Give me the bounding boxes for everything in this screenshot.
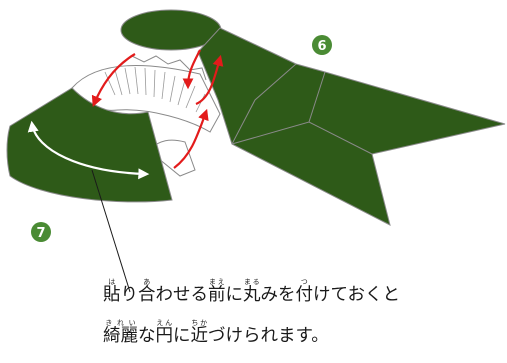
caption-text: づけられます。: [208, 325, 329, 346]
caption-ruby: 近ちか: [190, 318, 209, 346]
step-7-badge: 7: [31, 222, 51, 242]
caption-ruby: 円えん: [155, 318, 174, 346]
red-arrow-disk-to-cone: [91, 53, 136, 108]
caption-line-2: 綺麗きれいな円えんに近ちかづけられます。: [103, 319, 400, 346]
caption-text: に: [173, 325, 191, 346]
white-curve-arrow: [27, 120, 150, 180]
caption: 貼はり合あわせる前まえに丸まるみを付つけておくと 綺麗きれいな円えんに近ちかづけ…: [103, 278, 400, 345]
red-arrow-bottom-curve: [173, 108, 209, 169]
caption-text: に: [225, 285, 244, 305]
red-arrow-up-center: [195, 54, 224, 106]
caption-text: り: [120, 285, 139, 305]
caption-text: けておくと: [313, 285, 400, 305]
caption-text: みを: [260, 285, 296, 305]
caption-line-1: 貼はり合あわせる前まえに丸まるみを付つけておくと: [103, 278, 400, 305]
caption-ruby: 前まえ: [208, 278, 226, 305]
caption-ruby: 貼は: [103, 278, 121, 305]
caption-text: わせる: [155, 285, 209, 305]
svg-text:7: 7: [36, 226, 45, 241]
caption-ruby: 合あ: [138, 278, 156, 305]
caption-ruby: 丸まる: [243, 278, 261, 305]
leader-line: [91, 169, 131, 293]
caption-ruby: 付つ: [295, 278, 314, 305]
red-arrow-strip-to-ring: [182, 49, 201, 90]
caption-text: な: [138, 325, 156, 346]
step-6-badge: 6: [312, 35, 332, 55]
caption-ruby: 綺麗きれい: [103, 318, 138, 346]
tapered-strip-piece: [197, 27, 506, 226]
svg-text:6: 6: [317, 39, 326, 54]
